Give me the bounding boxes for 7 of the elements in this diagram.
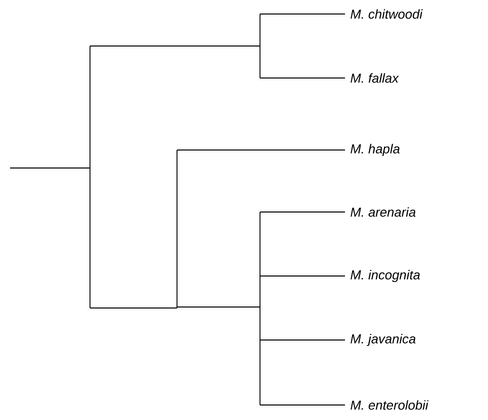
species-label: M. hapla (350, 144, 400, 156)
species-label: M. fallax (350, 73, 399, 83)
species-label: M. arenaria (350, 207, 416, 217)
species-label: M. incognita (350, 270, 420, 282)
species-label: M. chitwoodi (350, 9, 423, 19)
species-label: M. javanica (350, 334, 416, 346)
species-label: M. enterolobii (350, 400, 428, 410)
